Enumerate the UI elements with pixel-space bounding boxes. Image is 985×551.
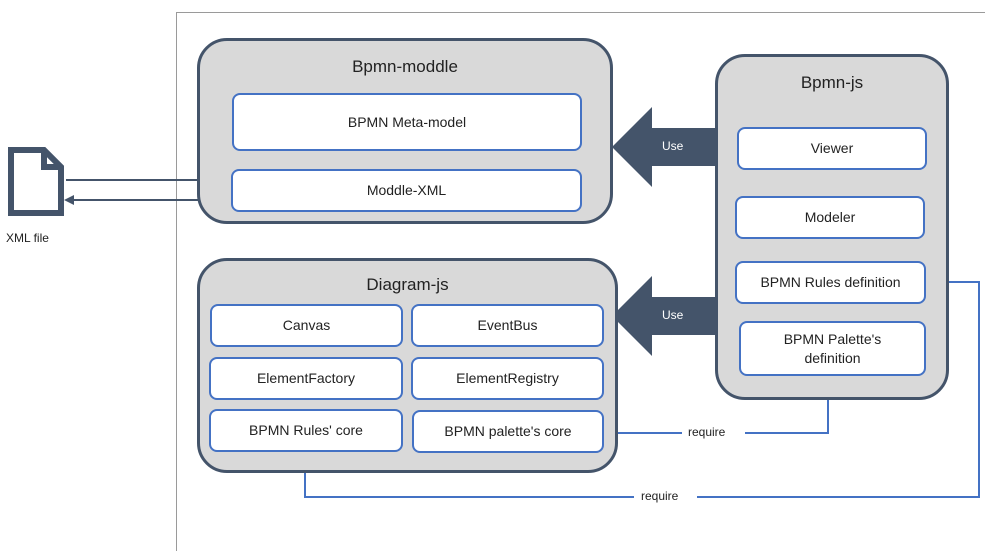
bpmn-rules-definition-box: BPMN Rules definition <box>735 261 926 304</box>
use-arrow-bottom <box>612 276 715 356</box>
bpmn-rules-core-box: BPMN Rules' core <box>209 409 403 452</box>
use-arrow-top <box>612 107 715 187</box>
modeler-box: Modeler <box>735 196 925 239</box>
bpmn-palette-definition-box: BPMN Palette's definition <box>739 321 926 376</box>
diagram-js-title: Diagram-js <box>366 275 449 294</box>
elementfactory-box: ElementFactory <box>209 357 403 400</box>
xml-file-label: XML file <box>6 231 49 245</box>
require-label-rules: require <box>637 489 683 503</box>
moddle-xml-box: Moddle-XML <box>231 169 582 212</box>
elementregistry-box: ElementRegistry <box>411 357 604 400</box>
viewer-box: Viewer <box>737 127 927 170</box>
bpmn-meta-model-box: BPMN Meta-model <box>232 93 582 151</box>
require-label-palette: require <box>684 425 730 439</box>
use-label-bottom: Use <box>662 308 684 322</box>
bpmn-moddle-title: Bpmn-moddle <box>352 57 458 76</box>
eventbus-box: EventBus <box>411 304 604 347</box>
frame-left-border <box>176 12 177 551</box>
frame-top-border <box>176 12 985 13</box>
canvas-box: Canvas <box>210 304 403 347</box>
use-label-top: Use <box>662 139 684 153</box>
bpmn-js-title: Bpmn-js <box>800 73 864 92</box>
bpmn-palette-core-box: BPMN palette's core <box>412 410 604 453</box>
xml-file-icon <box>8 147 64 216</box>
